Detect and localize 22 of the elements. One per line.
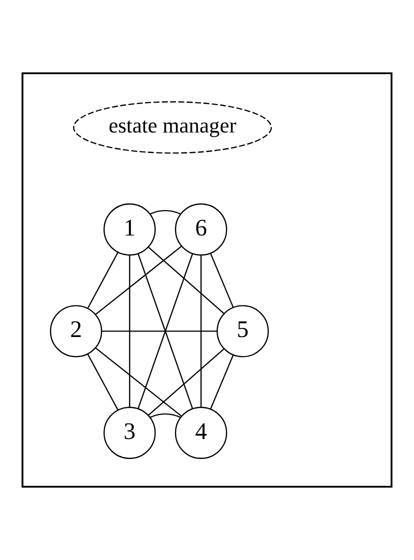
node-circle: 6 — [174, 203, 228, 256]
connector — [87, 252, 119, 309]
connector — [149, 210, 181, 215]
connector — [95, 347, 182, 417]
node-circle: 4 — [174, 406, 228, 459]
node-circle: 3 — [104, 406, 156, 459]
connector — [129, 254, 130, 408]
node-circle: 5 — [216, 305, 269, 358]
node-circle: 2 — [50, 305, 102, 358]
connector — [95, 246, 182, 316]
connector — [210, 354, 234, 410]
node-circle: 1 — [104, 203, 156, 256]
cluster — [22, 72, 392, 488]
connector — [149, 413, 181, 418]
connector — [148, 348, 224, 416]
connector — [138, 253, 194, 409]
connector — [87, 354, 119, 410]
connector — [101, 330, 218, 332]
connector — [148, 246, 224, 314]
connector — [200, 254, 202, 408]
node-ellipse: estate manager — [73, 101, 272, 154]
connector — [210, 252, 234, 308]
